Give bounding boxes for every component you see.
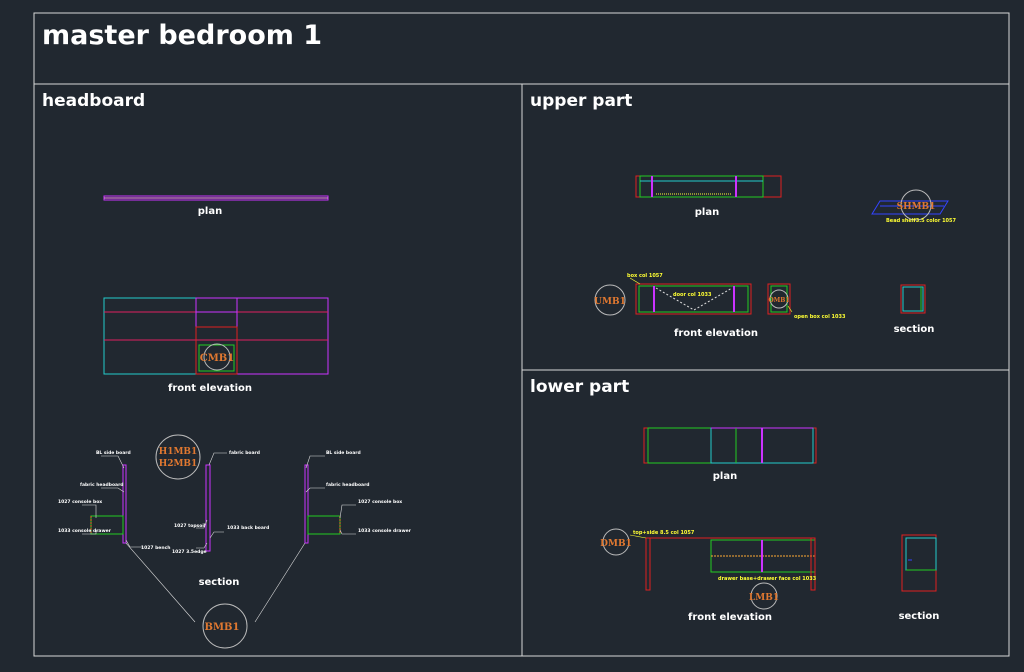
note: 1027 console box (358, 499, 402, 505)
note: 1033 console drawer (58, 528, 112, 534)
note: 1027 console box (58, 499, 102, 505)
tag-shmb: SHMB1 (897, 202, 936, 212)
upper-front-elevation-drawing (594, 277, 793, 316)
headboard-section-notes: BL side board fabric headboard 1027 cons… (58, 450, 412, 555)
note: fabric headboard (80, 482, 124, 488)
lower-plan-drawing (643, 427, 817, 464)
top-side-note: top+side 8.5 col 1057 (633, 530, 695, 536)
upper-section-label: section (894, 324, 935, 335)
note: 1033 console drawer (358, 528, 412, 534)
upper-shelf-drawing (871, 189, 949, 221)
headboard-front-elevation-label: front elevation (168, 383, 252, 394)
tag-bmb: BMB1 (205, 622, 240, 633)
note: BL side board (326, 450, 361, 456)
upper-front-elevation-label: front elevation (674, 328, 758, 339)
tag-omb: OMB1 (768, 297, 789, 304)
headboard-title: headboard (42, 91, 145, 111)
note: fabric board (229, 450, 260, 456)
note: 1027 bench (141, 545, 170, 551)
door-note: door col 1033 (673, 292, 712, 298)
sheet-frame (33, 12, 1010, 657)
lower-part-title: lower part (530, 377, 629, 397)
note: fabric headboard (326, 482, 370, 488)
upper-plan-drawing (635, 175, 782, 198)
lower-section-label: section (899, 611, 940, 622)
upper-part-title: upper part (530, 91, 632, 111)
upper-section-drawing (900, 284, 926, 314)
lower-front-elevation-label: front elevation (688, 612, 772, 623)
lower-front-elevation-drawing (602, 528, 816, 610)
open-box-note: open box col 1033 (794, 314, 846, 320)
note: BL side board (96, 450, 131, 456)
headboard-section-label: section (199, 577, 240, 588)
tag-umb: UMB1 (594, 297, 626, 307)
lower-section-drawing (901, 534, 937, 592)
tag-h2mb: H2MB1 (159, 459, 198, 469)
headboard-front-elevation-drawing (103, 297, 329, 375)
shelf-note: Bead shelf3.5 color 1057 (886, 218, 957, 224)
note: 1027 topsoil (174, 523, 206, 529)
tag-h1mb: H1MB1 (159, 447, 198, 457)
note: 1033 back board (227, 525, 269, 531)
headboard-plan-drawing (103, 195, 329, 201)
tag-cmb: CMB1 (200, 353, 234, 364)
headboard-plan-label: plan (198, 206, 222, 217)
box-note: box col 1057 (627, 273, 663, 279)
note: 1027 3.5edge (172, 549, 207, 555)
headboard-section-drawing (82, 434, 356, 649)
upper-plan-label: plan (695, 207, 719, 218)
tag-lmb: LMB1 (749, 593, 779, 603)
lower-plan-label: plan (713, 471, 737, 482)
tag-dmb: DMB1 (600, 539, 632, 549)
sheet-title: master bedroom 1 (42, 20, 322, 51)
drawer-note: drawer base+drawer face col 1033 (718, 576, 817, 582)
